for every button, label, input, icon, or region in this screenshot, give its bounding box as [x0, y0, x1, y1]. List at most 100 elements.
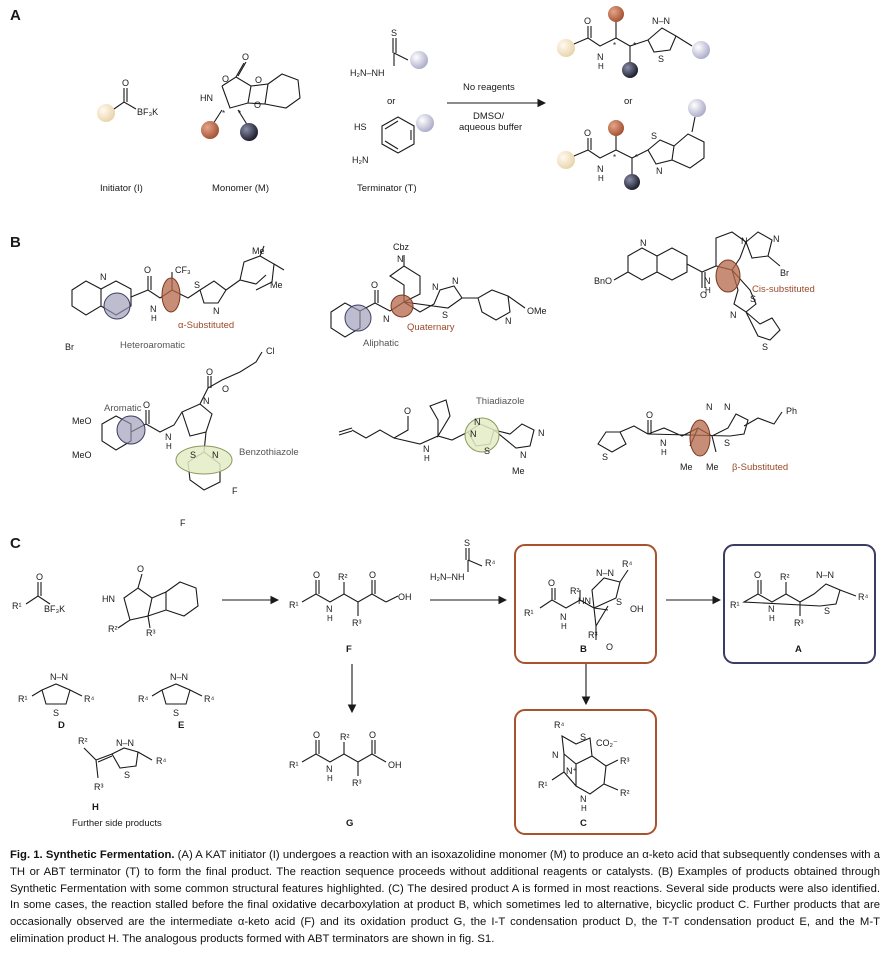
atom-s: S [173, 708, 179, 718]
compound-g-label: G [346, 818, 353, 829]
atom-s: S [484, 446, 490, 456]
compound-b: O R¹ N H R² HN N–N S R⁴ R³ OH O B [524, 559, 644, 655]
label-benzothiazole: Benzothiazole [239, 447, 299, 458]
compound-d: N–N S R¹ R⁴ D [18, 672, 94, 731]
atom-me: Me [252, 246, 265, 256]
example-b4: MeO MeO O N H N O O Cl S N F F Aromatic … [72, 346, 299, 528]
atom-hn: HN [578, 596, 591, 606]
example-b5: O N H N N S N N Me Thiadiazole [338, 396, 545, 476]
product2-cream-ball-icon [557, 151, 575, 169]
atom-br: Br [65, 342, 74, 352]
panel-c: C O R¹ BF₃K HN O R² R³ O R¹ N H R² R³ O … [10, 535, 876, 835]
panel-b: B N Br O N H CF₃ S N Me Me Heteroaromati… [10, 231, 815, 528]
atom-r4: R⁴ [858, 592, 868, 602]
atom-h: H [598, 62, 604, 71]
atom-n: N [560, 612, 567, 622]
atom-n: N [100, 272, 107, 282]
compound-c: R⁴ S N N⁺ CO₂⁻ R³ R² R¹ N H C [538, 720, 630, 829]
label-aromatic: Aromatic [104, 403, 142, 414]
side-products-note: Further side products [72, 818, 162, 829]
example-b1: N Br O N H CF₃ S N Me Me Heteroaromatic … [65, 245, 285, 352]
initiator-ball-icon [97, 104, 115, 122]
stereo-star: * [635, 153, 638, 162]
atom-h: H [424, 454, 430, 463]
atom-co2: CO₂⁻ [596, 738, 618, 748]
atom-r1: R¹ [538, 780, 548, 790]
caption-title: Fig. 1. Synthetic Fermentation. [10, 849, 175, 861]
atom-o: O [584, 16, 591, 26]
compound-e: N–N S R⁴ R⁴ E [138, 672, 214, 731]
atom-n: N [597, 52, 604, 62]
atom-n: N [640, 238, 647, 248]
c-terminator: S R⁴ H₂N–NH [430, 538, 495, 582]
atom-meo: MeO [72, 416, 92, 426]
atom-s: S [464, 538, 470, 548]
atom-r1: R¹ [289, 600, 299, 610]
atom-n: N [397, 254, 404, 264]
panel-a-letter: A [10, 7, 21, 24]
product-black-ball-icon [622, 62, 638, 78]
or-label-2: or [624, 96, 632, 107]
atom-n: N [423, 444, 430, 454]
atom-r3: R³ [352, 618, 362, 628]
compound-b-box [514, 544, 657, 664]
atom-o: O [143, 400, 150, 410]
atom-h: H [327, 614, 333, 623]
terminator-ball-icon [410, 51, 428, 69]
atom-o: O [369, 730, 376, 740]
atom-r2: R² [108, 624, 118, 634]
atom-n: N [383, 314, 390, 324]
label-thiadiazole: Thiadiazole [476, 396, 525, 407]
atom-r2: R² [338, 572, 348, 582]
atom-s: S [750, 294, 756, 304]
product-cream-ball-icon [557, 39, 575, 57]
initiator-structure: O BF₃K Initiator (I) [97, 78, 158, 194]
atom-oh: OH [398, 592, 412, 602]
stereo-star: * [613, 41, 616, 50]
stereo-star: * [633, 41, 636, 50]
atom-r3: R³ [94, 782, 104, 792]
atom-s: S [762, 342, 768, 352]
atom-n: N [212, 450, 219, 460]
atom-s: S [580, 732, 586, 742]
atom-h: H [561, 622, 567, 631]
arrow-condition-bottom-1: DMSO/ [473, 111, 505, 122]
atom-o: O [222, 74, 229, 84]
compound-a-box [723, 544, 876, 664]
compound-h: R² R³ N–N S R⁴ H Further side products [72, 736, 166, 829]
atom-n: N [730, 310, 737, 320]
atom-o: O [254, 100, 261, 110]
atom-o: O [137, 564, 144, 574]
atom-hn: HN [200, 93, 213, 103]
atom-n: N [706, 402, 713, 412]
atom-cf3: CF₃ [175, 265, 191, 275]
monomer-brown-ball-icon [201, 121, 219, 139]
atom-r2: R² [570, 586, 580, 596]
atom-s: S [194, 280, 200, 290]
atom-r3: R³ [146, 628, 156, 638]
atom-nn: N–N [652, 16, 670, 26]
atom-r4: R⁴ [138, 694, 148, 704]
atom-me: Me [512, 466, 525, 476]
arrow-condition-top: No reagents [463, 82, 515, 93]
atom-nplus: N⁺ [566, 766, 577, 776]
atom-o: O [584, 128, 591, 138]
atom-me: Me [706, 462, 719, 472]
atom-h2n-nh: H₂N–NH [350, 68, 385, 78]
label-alpha-substituted: α-Substituted [178, 320, 234, 331]
compound-c-box [514, 709, 657, 835]
atom-s: S [391, 28, 397, 38]
compound-d-label: D [58, 720, 65, 731]
atom-r4: R⁴ [554, 720, 564, 730]
panel-c-letter: C [10, 535, 21, 552]
initiator-label: Initiator (I) [100, 183, 143, 194]
atom-r3: R³ [794, 618, 804, 628]
atom-r4: R⁴ [485, 558, 495, 568]
label-beta-substituted: β-Substituted [732, 462, 788, 473]
product2-black-ball-icon [624, 174, 640, 190]
example-b3: N BnO O N H N N Br S N S Cis-substituted [594, 231, 815, 352]
atom-meo: MeO [72, 450, 92, 460]
atom-o: O [369, 570, 376, 580]
atom-s: S [53, 708, 59, 718]
compound-a: O R¹ N H R² R³ N–N S R⁴ A [730, 570, 868, 655]
